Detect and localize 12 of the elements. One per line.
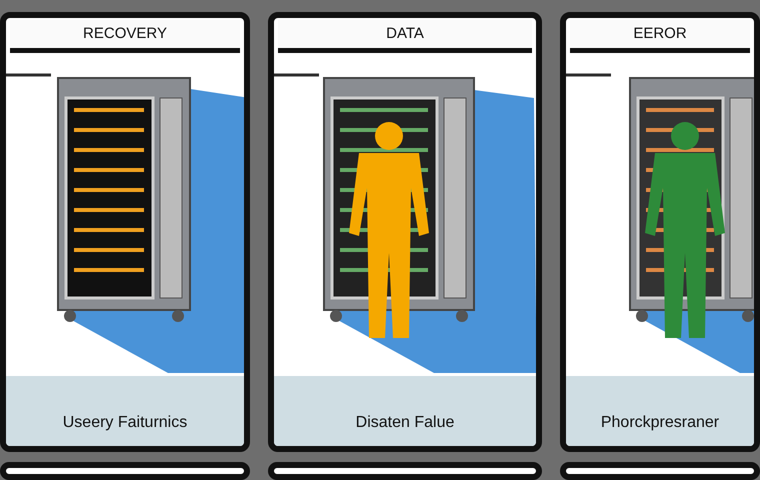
panel-card [560, 12, 760, 452]
panel-card [0, 462, 250, 480]
panel-card [268, 462, 542, 480]
panel-caption: Phorckpresraner [600, 414, 720, 432]
panel-card [268, 12, 542, 452]
panel-caption: Useery Faiturnics [62, 414, 188, 432]
panel-heading: DATA [278, 20, 532, 53]
panel-card [560, 462, 760, 480]
panel-caption: Disaten Falue [354, 414, 456, 432]
panel-heading: RECOVERY [10, 20, 240, 53]
panel-card [0, 12, 250, 452]
panel-heading: EEROR [570, 20, 750, 53]
